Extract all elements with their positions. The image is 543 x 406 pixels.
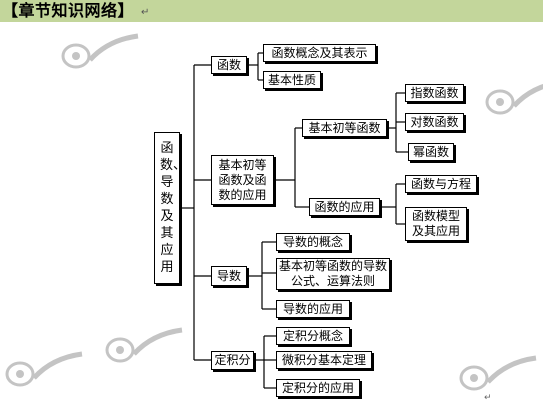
node-jiben-hanshu-yingyong: 基本初等函数及函数的应用 (211, 155, 274, 205)
node-dingjifen: 定积分 (211, 351, 254, 370)
node-weijifen-dingli: 微积分基本定理 (276, 351, 372, 369)
node-dingjifen-yingyong-label: 定积分的应用 (281, 380, 354, 395)
node-jiben-chudeng-hanshu-label: 基本初等函数 (308, 120, 381, 135)
node-duishu-hanshu: 对数函数 (405, 113, 464, 131)
node-hanshu-gainian-label: 函数概念及其表示 (271, 45, 368, 60)
node-dingjifen-gainian: 定积分概念 (276, 327, 350, 345)
node-weijifen-dingli-label: 微积分基本定理 (281, 352, 366, 367)
node-dingjifen-yingyong: 定积分的应用 (276, 379, 360, 397)
paragraph-mark-icon: ↵ (141, 7, 150, 18)
node-hanshu-fangcheng-label: 函数与方程 (410, 176, 471, 191)
node-jiben-chudeng-hanshu: 基本初等函数 (302, 119, 387, 137)
node-zhishu-hanshu: 指数函数 (405, 84, 464, 102)
node-hanshu: 函数 (211, 56, 247, 74)
node-daoshu-yingyong: 导数的应用 (276, 300, 350, 318)
node-daoshu-yingyong-label: 导数的应用 (282, 301, 343, 316)
node-jiben-xingzhi-label: 基本性质 (267, 72, 316, 87)
node-dingjifen-label: 定积分 (214, 353, 251, 367)
node-hanshu-fangcheng: 函数与方程 (405, 175, 477, 193)
root-node: 函数、导数及其应用 (154, 132, 187, 284)
node-daoshu-label: 导数 (216, 268, 241, 283)
node-hanshu-label: 函数 (216, 57, 241, 72)
node-mi-hanshu: 幂函数 (408, 143, 454, 161)
node-zhishu-hanshu-label: 指数函数 (410, 85, 459, 100)
node-jiben-hanshu-yingyong-label: 基本初等函数及函数的应用 (218, 157, 267, 202)
node-hanshu-yingyong: 函数的应用 (309, 198, 380, 216)
page-title: 【章节知识网络】 (2, 1, 135, 20)
node-daoshu-gongshi: 基本初等函数的导数公式、运算法则 (276, 258, 390, 290)
node-jiben-xingzhi: 基本性质 (263, 71, 321, 89)
node-mi-hanshu-label: 幂函数 (412, 144, 449, 159)
root-node-label: 函数、导数及其应用 (160, 141, 187, 275)
header-bar (0, 0, 543, 22)
node-hanshu-yingyong-label: 函数的应用 (314, 199, 375, 214)
node-daoshu-gongshi-label: 基本初等函数的导数公式、运算法则 (279, 259, 388, 288)
paragraph-mark-icon: ↵ (484, 393, 492, 403)
node-daoshu-gainian-label: 导数的概念 (282, 234, 343, 249)
node-daoshu-gainian: 导数的概念 (276, 233, 350, 251)
node-hanshu-moxing-label: 函数模型及其应用 (411, 209, 460, 238)
node-hanshu-moxing: 函数模型及其应用 (405, 207, 467, 241)
node-hanshu-gainian: 函数概念及其表示 (263, 44, 376, 62)
node-daoshu: 导数 (211, 266, 247, 286)
node-dingjifen-gainian-label: 定积分概念 (282, 328, 343, 343)
node-duishu-hanshu-label: 对数函数 (410, 114, 459, 129)
